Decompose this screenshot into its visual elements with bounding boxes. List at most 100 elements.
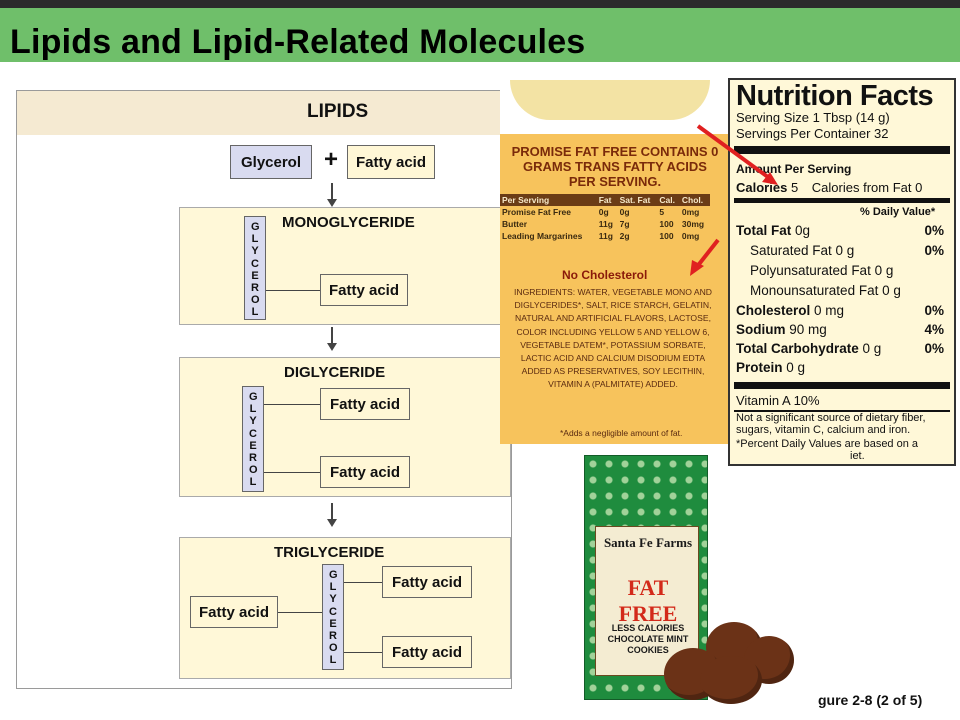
cholesterol-label: Cholesterol xyxy=(736,303,811,318)
fatty-acid-chip: Fatty acid xyxy=(382,636,472,668)
diglyceride-label: DIGLYCERIDE xyxy=(284,364,386,381)
table-cell: 2g xyxy=(619,231,630,241)
triglyceride-label: TRIGLYCERIDE xyxy=(274,544,385,561)
total-fat-percent: 0% xyxy=(924,223,944,238)
table-cell: Butter xyxy=(502,219,528,229)
bond-line xyxy=(344,582,382,583)
nutrition-note: Not a significant source of dietary fibe… xyxy=(736,412,926,436)
bond-line xyxy=(276,612,322,613)
nutrition-footnote-tail: iet. xyxy=(850,450,865,462)
thick-rule xyxy=(734,146,950,154)
total-fat-value: 0g xyxy=(795,223,811,238)
triglyceride-box: TRIGLYCERIDE G L Y C E R O L Fatty acid … xyxy=(179,537,511,679)
monounsaturated-fat-label: Monounsaturated Fat 0 g xyxy=(750,283,901,298)
saturated-fat-percent: 0% xyxy=(924,243,944,258)
table-cell: Leading Margarines xyxy=(502,231,583,241)
bag-brand: Santa Fe Farms xyxy=(603,535,693,550)
protein-row: Protein 0 g xyxy=(736,360,950,375)
glycerol-backbone: G L Y C E R O L xyxy=(244,216,266,320)
arrow-down xyxy=(327,503,337,527)
table-cell: 0g xyxy=(619,207,630,217)
fatty-acid-chip: Fatty acid xyxy=(320,274,408,306)
diagram-title: LIPIDS xyxy=(307,101,369,122)
bond-line xyxy=(344,652,382,653)
polyunsaturated-fat-label: Polyunsaturated Fat 0 g xyxy=(750,263,894,278)
saturated-fat-label: Saturated Fat 0 g xyxy=(750,243,855,258)
carbohydrate-row: Total Carbohydrate 0 g 0% xyxy=(736,341,950,356)
table-row: Butter 11g 7g 100 30mg xyxy=(500,218,710,230)
table-cell: 100 xyxy=(659,219,674,229)
footnote: *Adds a negligible amount of fat. xyxy=(560,428,683,438)
nutrition-title: Nutrition Facts xyxy=(736,80,934,112)
red-arrow-calories xyxy=(696,124,778,185)
lipids-diagram: LIPIDS Glycerol + Fatty acid MONOGLYCERI… xyxy=(16,90,512,689)
cholesterol-value: 0 mg xyxy=(814,303,845,318)
table-cell: Promise Fat Free xyxy=(502,207,571,217)
table-header-cell: Chol. xyxy=(679,194,710,206)
sodium-percent: 4% xyxy=(924,322,944,337)
table-cell: 100 xyxy=(659,231,674,241)
diglyceride-box: DIGLYCERIDE G L Y C E R O L Fatty acid F… xyxy=(179,357,511,497)
bond-line xyxy=(266,290,320,291)
sodium-value: 90 mg xyxy=(789,322,827,337)
table-header-cell: Cal. xyxy=(657,194,680,206)
medium-rule xyxy=(734,198,950,203)
fatty-acid-chip: Fatty acid xyxy=(347,145,435,179)
protein-label: Protein xyxy=(736,360,783,375)
table-header-cell: Per Serving xyxy=(500,194,597,206)
calories-value: 5 xyxy=(790,180,799,195)
top-border xyxy=(0,0,960,8)
arrow-down xyxy=(327,327,337,351)
promise-comparison-table: Per Serving Fat Sat. Fat Cal. Chol. Prom… xyxy=(500,194,710,242)
carbohydrate-label: Total Carbohydrate xyxy=(736,341,859,356)
bond-line xyxy=(264,472,320,473)
plus-sign: + xyxy=(324,146,339,173)
ingredients-text: INGREDIENTS: WATER, VEGETABLE MONO AND D… xyxy=(514,287,712,390)
monounsaturated-fat-row: Monounsaturated Fat 0 g xyxy=(736,283,950,298)
table-header-row: Per Serving Fat Sat. Fat Cal. Chol. xyxy=(500,194,710,206)
table-cell: 0g xyxy=(598,207,609,217)
red-arrow-cholesterol xyxy=(690,238,720,276)
fatty-acid-chip: Fatty acid xyxy=(382,566,472,598)
glycerol-vertical-text: G L Y C E R O L xyxy=(329,569,338,667)
cookie-image xyxy=(700,656,762,704)
table-row: Promise Fat Free 0g 0g 5 0mg xyxy=(500,206,710,218)
table-cell: 5 xyxy=(659,207,665,217)
monoglyceride-label: MONOGLYCERIDE xyxy=(282,214,415,231)
table-header-cell: Sat. Fat xyxy=(617,194,658,206)
promise-headline: PROMISE FAT FREE CONTAINS 0 GRAMS TRANS … xyxy=(511,144,719,189)
promise-label-photo: PROMISE FAT FREE CONTAINS 0 GRAMS TRANS … xyxy=(500,80,728,444)
calories-from-fat: Calories from Fat 0 xyxy=(811,180,923,195)
table-cell: 0mg xyxy=(681,231,700,241)
monoglyceride-box: MONOGLYCERIDE G L Y C E R O L Fatty acid xyxy=(179,207,511,325)
diagram-header: LIPIDS xyxy=(17,91,511,135)
table-cell: 0mg xyxy=(681,207,700,217)
carbohydrate-percent: 0% xyxy=(924,341,944,356)
fatty-acid-chip: Fatty acid xyxy=(190,596,278,628)
serving-size: Serving Size 1 Tbsp (14 g) xyxy=(736,110,890,125)
polyunsaturated-fat-row: Polyunsaturated Fat 0 g xyxy=(736,263,950,278)
table-header-cell: Fat xyxy=(596,194,618,206)
total-fat-row: Total Fat 0g 0% xyxy=(736,223,950,238)
vitamin-a: Vitamin A 10% xyxy=(736,393,820,408)
thick-rule xyxy=(734,382,950,389)
nutrition-footnote: *Percent Daily Values are based on a xyxy=(736,438,919,450)
sodium-row: Sodium 90 mg 4% xyxy=(736,322,950,337)
table-row: Leading Margarines 11g 2g 100 0mg xyxy=(500,230,710,242)
bag-subtitle: LESS CALORIES CHOCOLATE MINT COOKIES xyxy=(607,623,689,655)
carbohydrate-value: 0 g xyxy=(862,341,882,356)
fatty-acid-chip: Fatty acid xyxy=(320,456,410,488)
glycerol-backbone: G L Y C E R O L xyxy=(242,386,264,492)
arrow-down xyxy=(327,183,337,207)
total-fat-label: Total Fat xyxy=(736,223,792,238)
glycerol-vertical-text: G L Y C E R O L xyxy=(249,391,258,489)
glycerol-chip: Glycerol xyxy=(230,145,312,179)
table-cell: 30mg xyxy=(681,219,705,229)
figure-caption: gure 2-8 (2 of 5) xyxy=(818,692,923,708)
title-bar: Lipids and Lipid-Related Molecules xyxy=(0,8,960,62)
table-cell: 11g xyxy=(598,231,613,241)
daily-value-header: % Daily Value* xyxy=(860,206,936,218)
thin-rule xyxy=(734,410,950,412)
cholesterol-row: Cholesterol 0 mg 0% xyxy=(736,303,950,318)
